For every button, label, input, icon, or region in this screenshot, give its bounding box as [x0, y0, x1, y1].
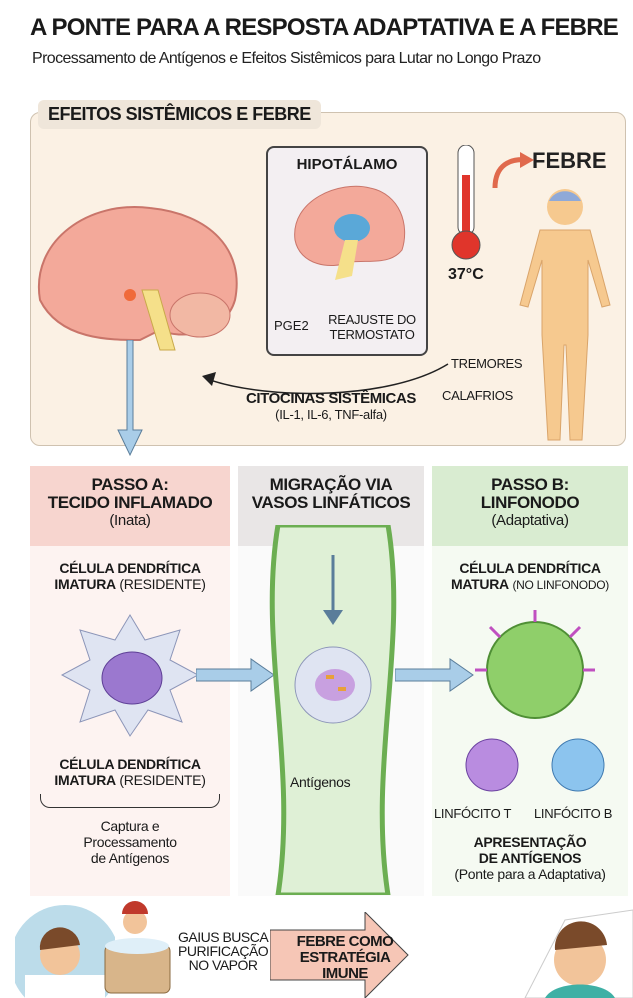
pge2-label: PGE2 [274, 318, 309, 333]
arrow-line: FEBRE COMO [296, 933, 394, 950]
right-arrow-icon [395, 658, 474, 692]
caption-line: Processamento [83, 834, 177, 850]
page-subtitle: Processamento de Antígenos e Efeitos Sis… [32, 50, 541, 67]
gaius-line: PURIFICAÇÃO [178, 943, 269, 959]
chills-label: CALAFRIOS [442, 388, 513, 403]
tremors-label: TREMORES [451, 356, 523, 371]
hypothalamus-brain-icon [294, 185, 406, 280]
thermostat-line-1: REAJUSTE DO [328, 312, 416, 327]
step-a-subtitle: (Inata) [109, 512, 151, 529]
immature-cell-label-bottom: CÉLULA DENDRÍTICA IMATURA (RESIDENTE) [30, 756, 230, 788]
arrow-line: ESTRATÉGIA IMUNE [299, 949, 391, 982]
human-body-illustration [519, 189, 611, 441]
fever-label: FEBRE [532, 148, 607, 173]
page-title: A PONTE PARA A RESPOSTA ADAPTATIVA E A F… [30, 14, 619, 41]
t-cell-label: LINFÓCITO T [434, 806, 512, 821]
capture-caption: Captura e Processamento de Antígenos [30, 818, 230, 866]
mature-dendritic-cell-illustration [465, 610, 605, 792]
step-a-header: PASSO A: TECIDO INFLAMADO (Inata) [30, 475, 230, 530]
cytokines-list: (IL-1, IL-6, TNF-alfa) [275, 407, 387, 422]
label-bold: MATURA [451, 576, 509, 592]
step-b-header: PASSO B: LINFONODO (Adaptativa) [432, 475, 628, 530]
label-line: CÉLULA DENDRÍTICA [59, 560, 201, 576]
step-a-title-2: TECIDO INFLAMADO [47, 493, 213, 512]
caption-line: Captura e [100, 818, 160, 834]
cytokines-title: CITOCINAS SISTÊMICAS [245, 390, 417, 407]
step-b-subtitle: (Adaptativa) [491, 512, 569, 529]
gaius-line: GAIUS BUSCA [178, 929, 269, 945]
migration-title-1: MIGRAÇÃO VIA [269, 475, 393, 494]
section-label: EFEITOS SISTÊMICOS E FEBRE [38, 100, 321, 129]
gaius-caption: GAIUS BUSCA PURIFICAÇÃO NO VAPOR [178, 929, 269, 973]
label-normal: (NO LINFONODO) [512, 578, 609, 592]
presentation-line: APRESENTAÇÃO [473, 834, 587, 850]
cytokines-label: CITOCINAS SISTÊMICAS (IL-1, IL-6, TNF-al… [236, 390, 426, 422]
step-a-title-1: PASSO A: [91, 475, 169, 494]
presentation-subtitle: (Ponte para a Adaptativa) [454, 866, 606, 882]
brain-illustration [37, 206, 238, 351]
b-cell-label: LINFÓCITO B [534, 806, 613, 821]
mature-cell-label: CÉLULA DENDRÍTICA MATURA (NO LINFONODO) [432, 560, 628, 593]
antigens-label: Antígenos [290, 774, 351, 790]
label-line: CÉLULA DENDRÍTICA [59, 756, 201, 772]
step-b-title-2: LINFONODO [480, 493, 580, 512]
label-bold: IMATURA [54, 772, 116, 788]
antigen-presentation: APRESENTAÇÃO DE ANTÍGENOS (Ponte para a … [432, 834, 628, 882]
sleeping-boy-illustration [524, 909, 633, 998]
thermostat-label: REAJUSTE DO TERMOSTATO [318, 312, 426, 342]
sleeping-child-illustration [15, 905, 115, 998]
label-bold: IMATURA [54, 576, 116, 592]
down-arrow-icon [117, 340, 143, 457]
brace-divider [40, 794, 220, 808]
right-arrow-icon [196, 658, 275, 692]
immature-dendritic-cell-illustration [60, 614, 200, 737]
fever-strategy-arrow [270, 912, 409, 998]
fever-arrow-icon [492, 152, 534, 189]
migration-header: MIGRAÇÃO VIA VASOS LINFÁTICOS [238, 476, 424, 512]
presentation-line: DE ANTÍGENOS [478, 850, 582, 866]
label-line: CÉLULA DENDRÍTICA [459, 560, 601, 576]
caption-line: de Antígenos [90, 850, 170, 866]
label-normal: (RESIDENTE) [119, 576, 206, 592]
label-normal: (RESIDENTE) [119, 772, 206, 788]
hypothalamus-label: HIPOTÁLAMO [296, 156, 398, 173]
lymphatic-vessel-illustration [269, 525, 397, 895]
fever-strategy-label: FEBRE COMO ESTRATÉGIA IMUNE [280, 934, 410, 982]
gaius-bath-illustration [104, 901, 171, 994]
thermometer-icon [451, 145, 481, 260]
thermostat-line-2: TERMOSTATO [329, 327, 415, 342]
migration-title-2: VASOS LINFÁTICOS [251, 493, 411, 512]
feedback-arrow-icon [202, 363, 449, 395]
gaius-line: NO VAPOR [188, 957, 258, 973]
temperature-label: 37°C [448, 266, 484, 283]
step-b-title-1: PASSO B: [491, 475, 569, 494]
immature-cell-label-top: CÉLULA DENDRÍTICA IMATURA (RESIDENTE) [30, 560, 230, 592]
